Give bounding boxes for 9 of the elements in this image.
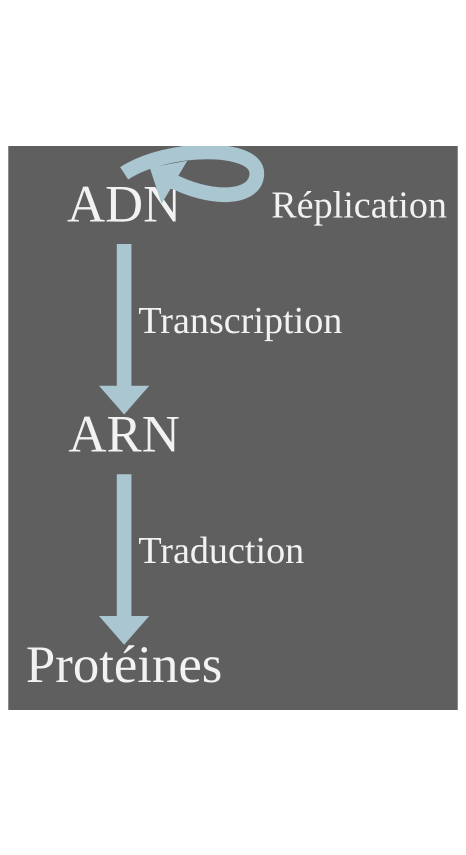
edge-label: Traduction: [138, 530, 304, 572]
node-text: ARN: [68, 405, 180, 464]
node-text: Protéines: [26, 635, 222, 694]
arrow: [120, 146, 264, 204]
arrow: [99, 474, 150, 644]
arrow: [99, 244, 150, 414]
edge-label: Réplication: [271, 184, 447, 226]
edge-label: Transcription: [138, 299, 342, 342]
node-text: ADN: [66, 174, 182, 233]
